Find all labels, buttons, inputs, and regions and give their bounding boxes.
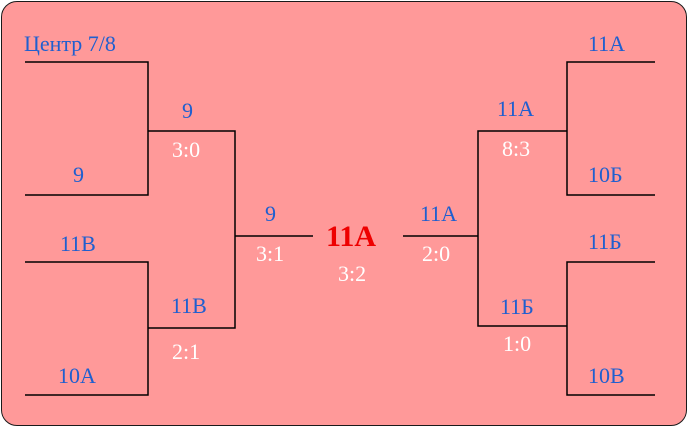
left-sf-bracket [148,130,236,329]
right-qf2-bracket [566,261,655,396]
right-qf1-bottom-team: 10Б [588,162,623,187]
left-qf2-bottom-team: 10А [58,363,96,388]
left-sf1-score: 3:0 [172,137,201,162]
right-sf1-score: 8:3 [502,136,531,161]
right-final-winner: 11А [420,201,458,226]
right-qf1-bracket [566,61,655,196]
right-final-score: 2:0 [422,241,451,266]
left-sf2-score: 2:1 [172,339,201,364]
right-sf2-score: 1:0 [503,331,532,356]
right-qf2-bottom-team: 10В [588,363,625,388]
left-qf1-top-team: Центр 7/8 [24,31,116,56]
champion-score: 3:2 [338,261,367,286]
right-qf2-top-team: 11Б [588,229,622,254]
left-qf2-top-team: 11В [60,231,96,256]
right-sf1-winner: 11А [497,96,535,121]
right-sf2-winner: 11Б [500,294,534,319]
left-sf1-winner: 9 [182,98,193,123]
left-final-winner: 9 [265,201,276,226]
left-final-score: 3:1 [256,241,285,266]
champion-name: 11А [326,220,377,253]
left-qf1-bracket [25,61,149,196]
right-qf1-top-team: 11А [588,31,626,56]
left-qf1-bottom-team: 9 [73,162,84,187]
left-sf2-winner: 11В [171,293,207,318]
right-sf-bracket [477,130,567,327]
